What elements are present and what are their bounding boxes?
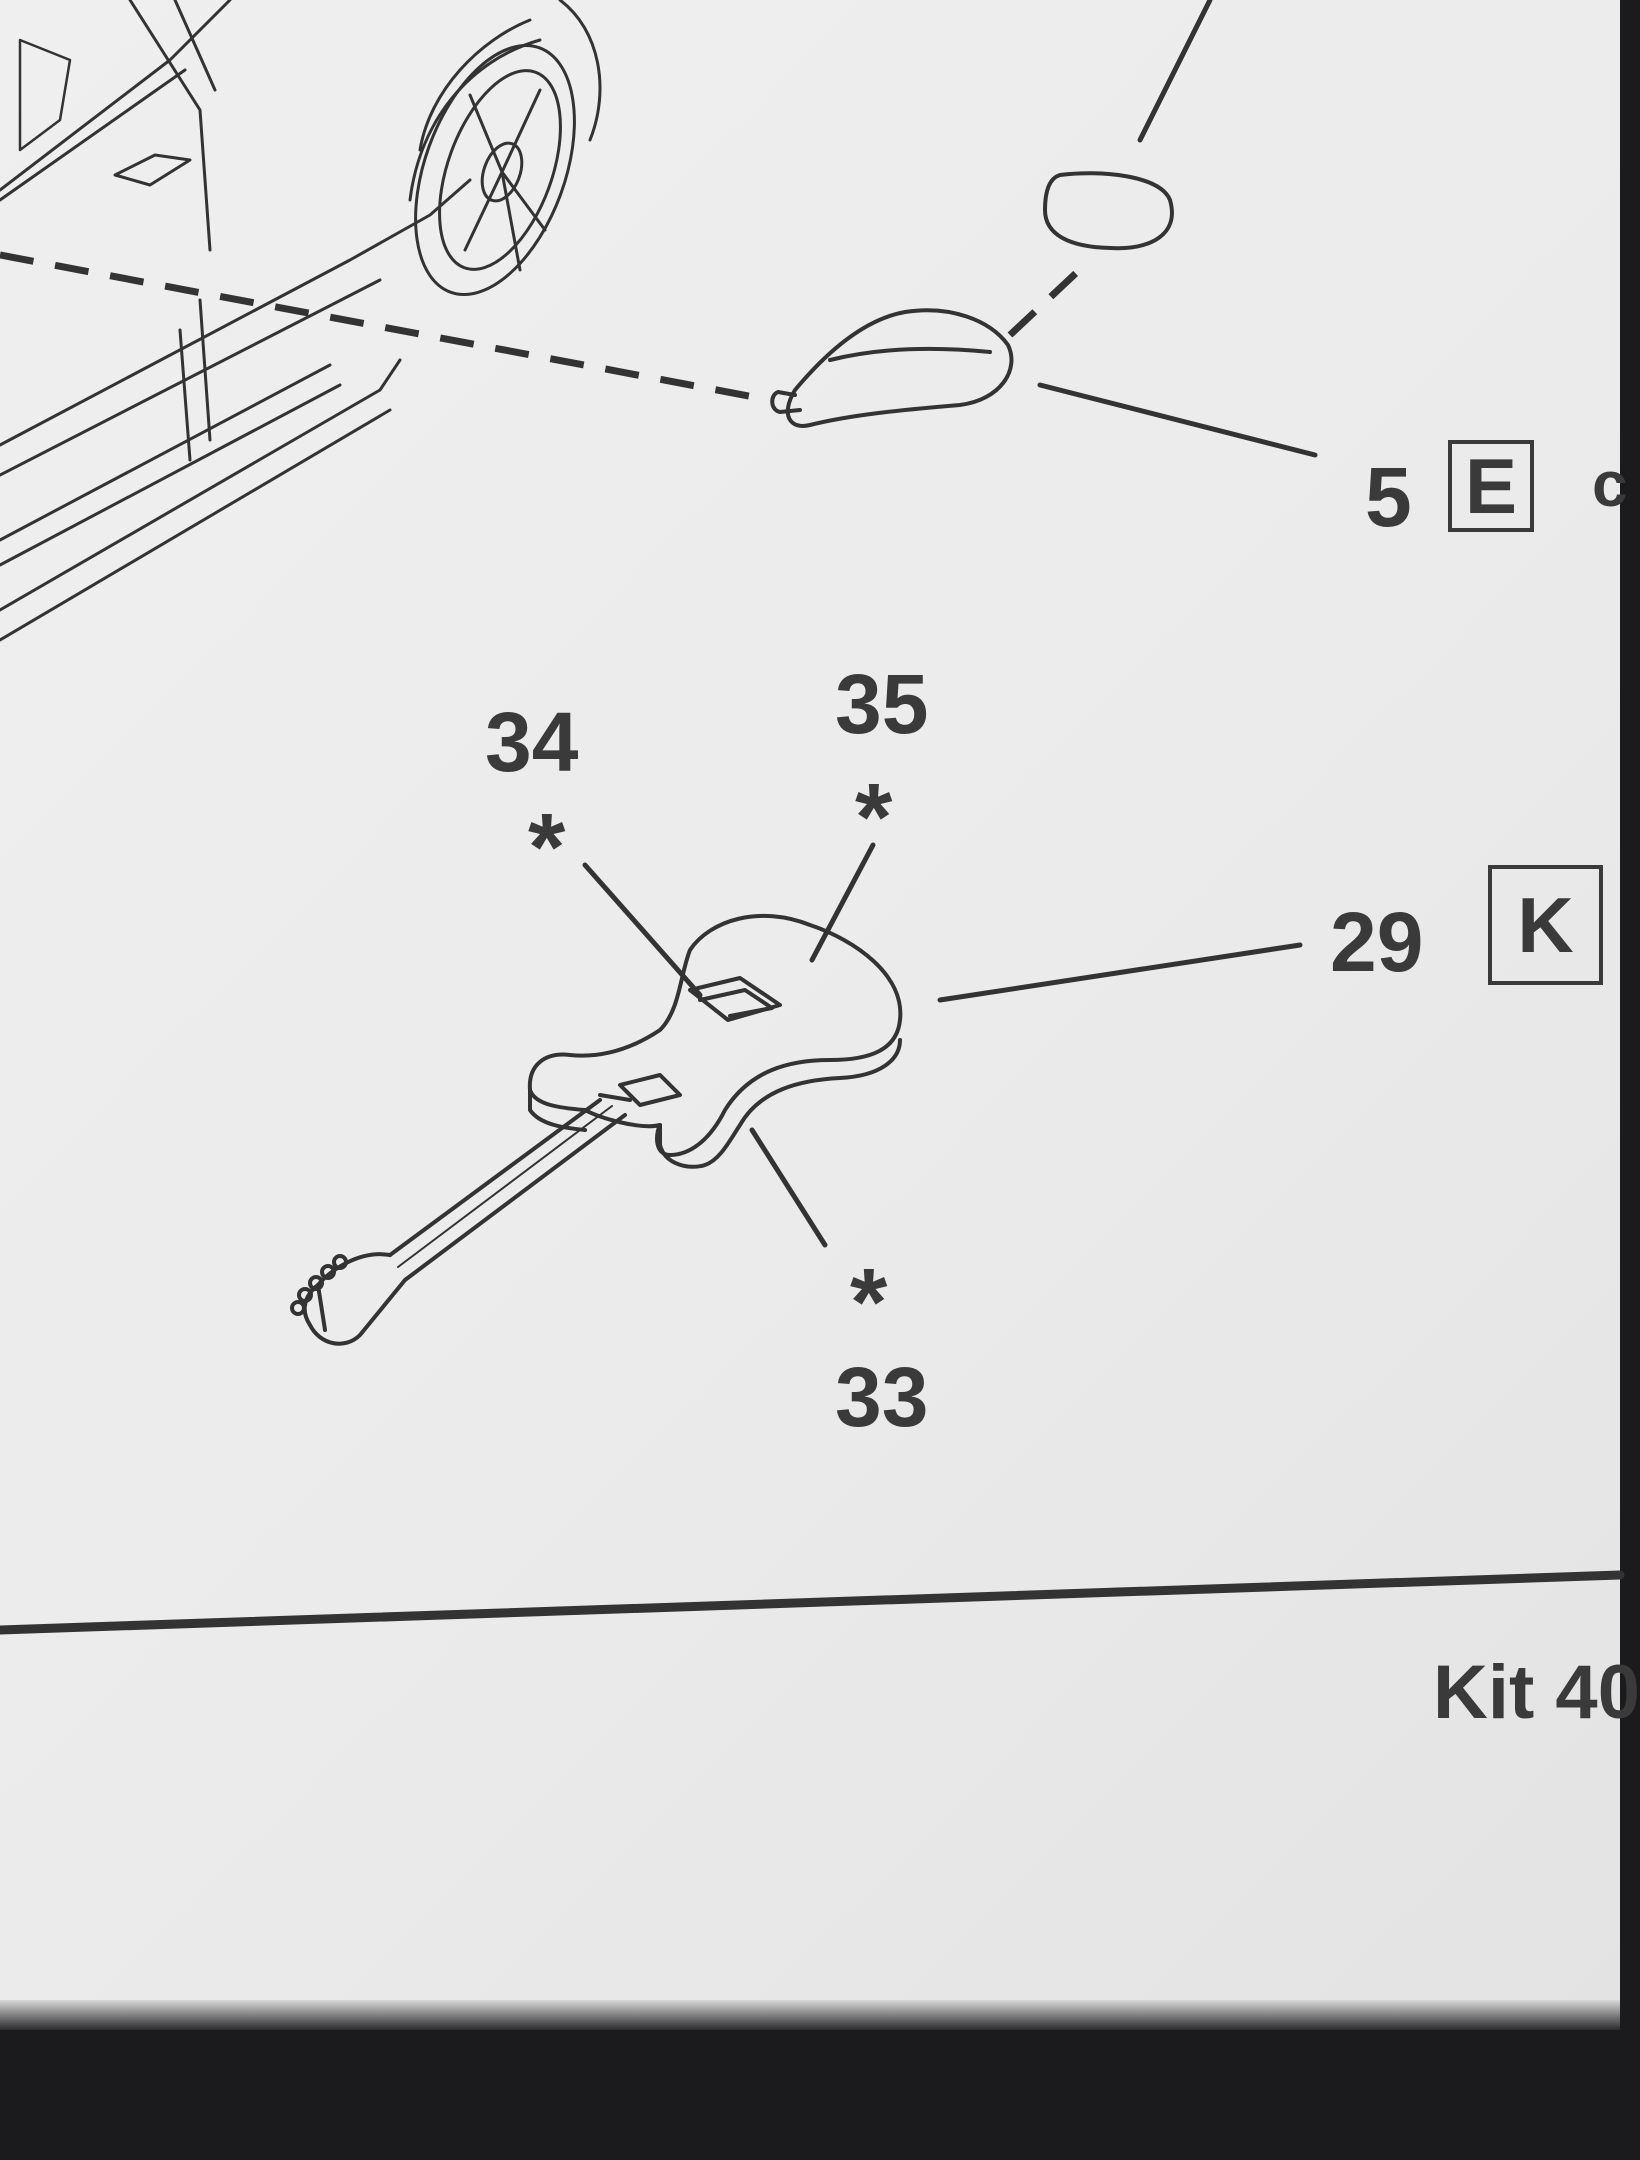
callout-number-5: 5 <box>1365 450 1412 544</box>
callout-number-34: 34 <box>485 695 579 789</box>
callout-number-29: 29 <box>1330 895 1424 989</box>
dashed-guides <box>0 251 1093 404</box>
callout-number-33: 33 <box>835 1350 929 1444</box>
callout-number-35: 35 <box>835 657 929 751</box>
assembly-illustration <box>0 0 1625 1635</box>
table-surface <box>0 2000 1620 2030</box>
instruction-sheet: 5 E c 29 K 34 * 35 * * 33 Kit 40 <box>0 0 1640 2010</box>
mirror-parts <box>770 171 1174 428</box>
section-divider <box>0 1570 1625 1635</box>
callout-letter-k: K <box>1488 865 1603 985</box>
leader-lines <box>582 0 1318 1248</box>
callout-trailing-text: c <box>1592 448 1628 520</box>
asterisk-35: * <box>855 764 893 871</box>
kit-label: Kit 40 <box>1433 1650 1640 1735</box>
asterisk-34: * <box>528 794 566 901</box>
car-drawing <box>0 0 542 642</box>
asterisk-33: * <box>850 1249 888 1356</box>
guitar-drawing <box>290 913 903 1346</box>
callout-letter-e: E <box>1448 440 1534 532</box>
car-wheel <box>414 0 602 296</box>
